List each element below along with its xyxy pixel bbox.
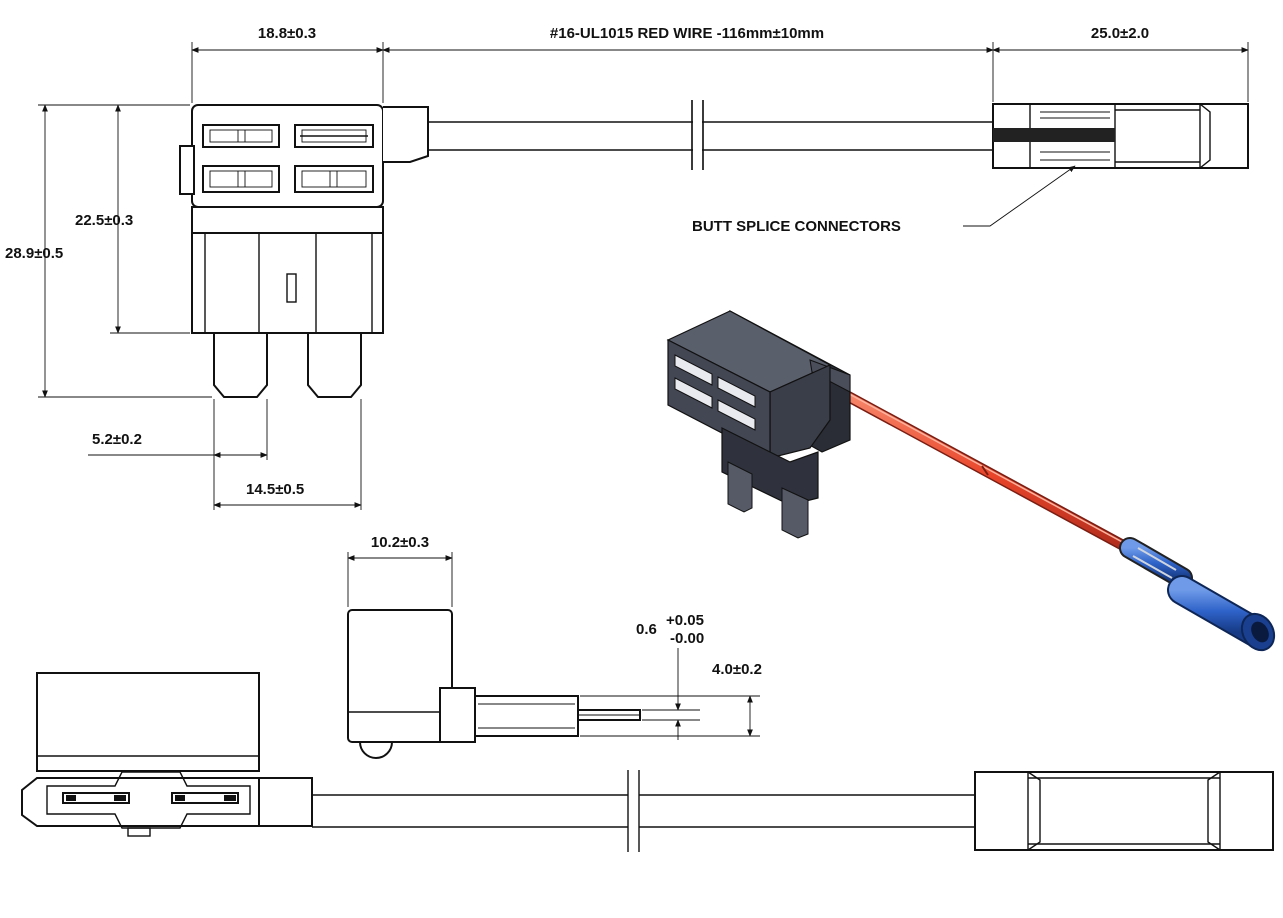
blade-span-label: 14.5±0.5 [246, 481, 304, 498]
height-inner-label: 22.5±0.3 [75, 212, 133, 229]
front-view [179, 104, 429, 398]
butt-splice-leader [963, 165, 1076, 227]
blade-thickness-nominal: 0.6 [636, 621, 657, 638]
vertical-dimension-lines [38, 104, 212, 398]
wire-spec-label: #16-UL1015 RED WIRE -116mm±10mm [550, 25, 824, 42]
blade-dimension-lines [88, 399, 362, 510]
blade-width-label: 5.2±0.2 [92, 431, 142, 448]
fuse-slots [202, 124, 374, 193]
blade-thickness-minus: -0.00 [670, 630, 704, 647]
side-view [347, 609, 641, 759]
isometric-view [666, 310, 1276, 652]
side-width-label: 10.2±0.3 [371, 534, 429, 551]
wire-top-view [428, 100, 993, 170]
blade-thickness-plus: +0.05 [666, 612, 704, 629]
top-width-label: 18.8±0.3 [258, 25, 316, 42]
top-dimension-lines [191, 42, 1249, 103]
height-total-label: 28.9±0.5 [5, 245, 63, 262]
connector-length-label: 25.0±2.0 [1091, 25, 1149, 42]
blade-depth-label: 4.0±0.2 [712, 661, 762, 678]
side-dimension-lines [347, 552, 760, 740]
butt-splice-connector-top [992, 103, 1249, 169]
bottom-view [21, 672, 1274, 852]
butt-splice-label: BUTT SPLICE CONNECTORS [692, 218, 901, 235]
